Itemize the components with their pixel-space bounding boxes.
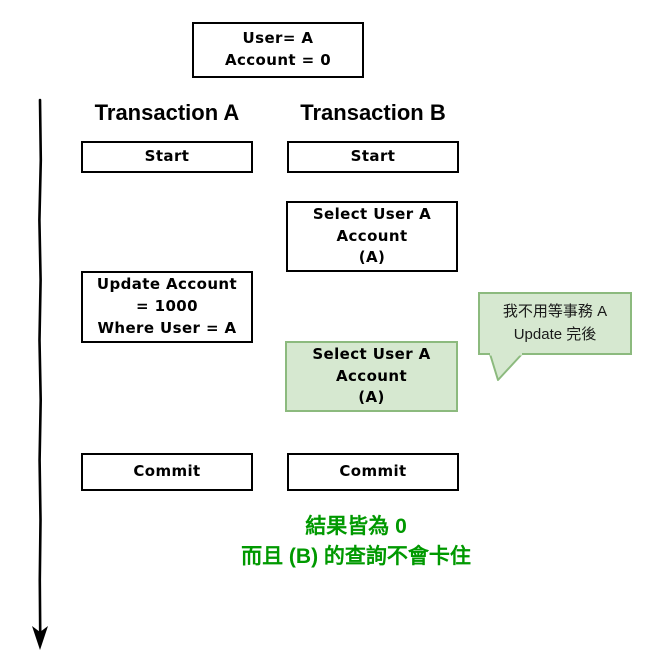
column-header-transaction-b: Transaction B — [300, 100, 446, 125]
step-a-start-line-1: Start — [144, 147, 190, 166]
conclusion-line-1: 結果皆為 0 — [305, 515, 407, 538]
step-a-commit: Commit — [81, 453, 253, 491]
initial-state-box: User= A Account = 0 — [192, 22, 364, 78]
callout-tail — [489, 352, 523, 381]
step-a-update-line-1: Update Account — [96, 275, 238, 294]
step-b-select-2-line-2: Account — [335, 366, 408, 385]
step-b-select-2-line-3: (A) — [358, 388, 385, 407]
step-a-update: Update Account = 1000 Where User = A — [81, 271, 253, 343]
callout-bubble: 我不用等事務 A Update 完後 — [478, 292, 632, 355]
step-b-commit-line-1: Commit — [339, 462, 407, 481]
step-b-select-1-line-2: Account — [336, 226, 408, 245]
step-b-start-line-1: Start — [350, 147, 396, 166]
step-a-commit-line-1: Commit — [133, 462, 201, 481]
step-a-update-line-3: Where User = A — [97, 318, 237, 337]
initial-state-line-2: Account = 0 — [224, 51, 332, 69]
step-b-select-2: Select User A Account (A) — [285, 341, 458, 412]
step-b-select-1-line-1: Select User A — [312, 204, 432, 223]
conclusion-line-2: 而且 (B) 的查詢不會卡住 — [241, 545, 471, 569]
step-b-select-1-line-3: (A) — [358, 248, 386, 267]
step-a-start: Start — [81, 141, 253, 173]
callout-line-1: 我不用等事務 A — [502, 303, 608, 320]
step-b-start: Start — [287, 141, 459, 173]
step-b-commit: Commit — [287, 453, 459, 491]
conclusion-text: 結果皆為 0 而且 (B) 的查詢不會卡住 — [176, 512, 536, 573]
step-a-update-line-2: = 1000 — [136, 297, 198, 316]
callout-line-2: Update 完後 — [513, 325, 597, 343]
step-b-select-2-line-1: Select User A — [312, 344, 431, 363]
column-header-transaction-a: Transaction A — [94, 100, 240, 125]
step-b-select-1: Select User A Account (A) — [286, 201, 458, 272]
initial-state-line-1: User= A — [242, 29, 314, 48]
